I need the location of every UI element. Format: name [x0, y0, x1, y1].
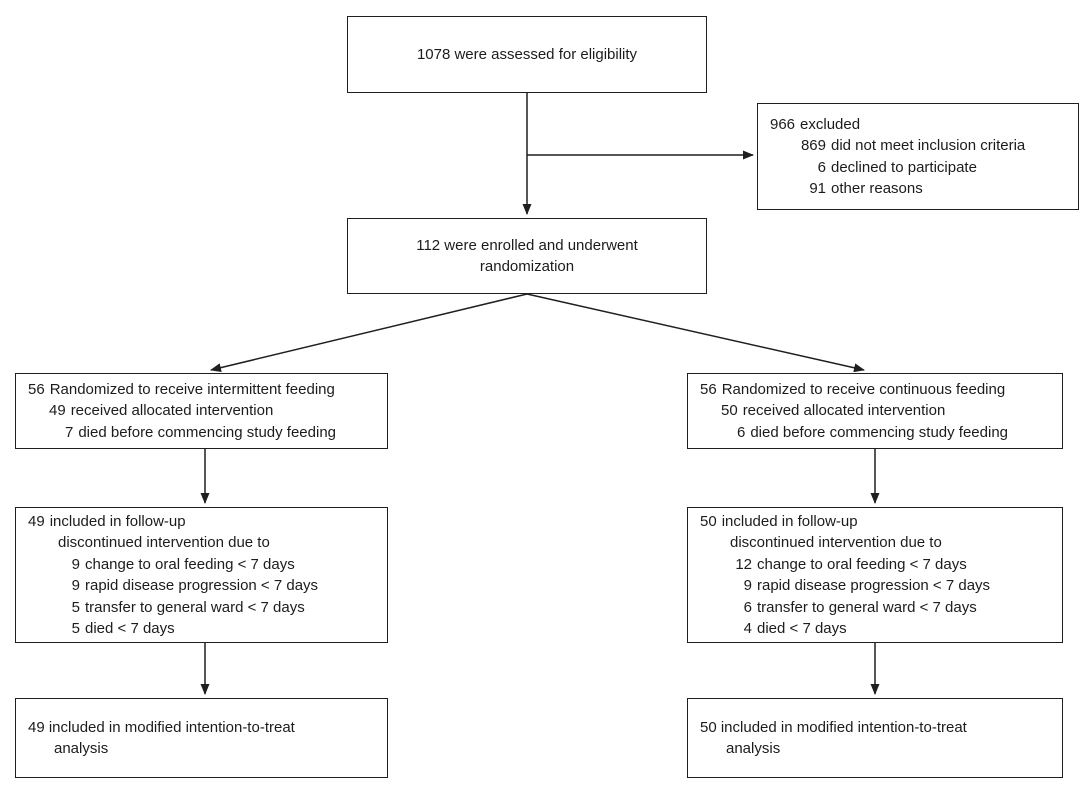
- continuous-followup-box: 50 included in follow-up discontinued in…: [687, 507, 1063, 643]
- mitt-line2: analysis: [726, 740, 781, 757]
- followup-reason: 5 transfer to general ward < 7 days: [71, 598, 305, 616]
- followup-reason: 6 transfer to general ward < 7 days: [743, 598, 977, 616]
- group-row: 7 died before commencing study feeding: [65, 423, 337, 441]
- intermittent-followup-box: 49 included in follow-up discontinued in…: [15, 507, 388, 643]
- arrow-split-right: [526, 293, 865, 373]
- followup-subhead: discontinued intervention due to: [730, 534, 942, 551]
- excluded-reason: 869 did not meet inclusion criteria: [800, 137, 1026, 154]
- mitt-line2: analysis: [54, 740, 109, 757]
- group-row: 56 Randomized to receive intermittent fe…: [28, 380, 335, 398]
- followup-heading: 49 included in follow-up: [28, 512, 186, 530]
- followup-reason: 4 died < 7 days: [743, 620, 847, 637]
- followup-reason: 12 change to oral feeding < 7 days: [735, 555, 967, 573]
- continuous-mitt-box: 50 included in modified intention-to-tre…: [687, 698, 1063, 778]
- assessed-text: 1078 were assessed for eligibility: [416, 45, 638, 63]
- intermittent-mitt-box: 49 included in modified intention-to-tre…: [15, 698, 388, 778]
- followup-reason: 9 rapid disease progression < 7 days: [71, 577, 319, 594]
- group-row: 50 received allocated intervention: [721, 402, 946, 420]
- excluded-heading: 966 excluded: [770, 114, 1074, 136]
- group-row: 56 Randomized to receive continuous feed…: [700, 380, 1006, 398]
- enrolled-box: 112 were enrolled and underwent randomiz…: [347, 218, 707, 294]
- assessed-box: 1078 were assessed for eligibility: [347, 16, 707, 93]
- followup-reason: 9 change to oral feeding < 7 days: [71, 555, 295, 573]
- mitt-line1: 50 included in modified intention-to-tre…: [700, 718, 967, 736]
- arrow-split-left: [210, 293, 528, 373]
- group-row: 6 died before commencing study feeding: [737, 423, 1009, 441]
- enrolled-line1: 112 were enrolled and underwent: [416, 236, 638, 254]
- followup-heading: 50 included in follow-up: [700, 512, 858, 530]
- intermittent-group-box: 56 Randomized to receive intermittent fe…: [15, 373, 388, 449]
- excluded-label: excluded: [800, 115, 861, 133]
- excluded-count: 966: [770, 115, 796, 133]
- excluded-reason: 6 declined to participate: [817, 158, 977, 176]
- enrolled-line2: randomization: [479, 258, 575, 275]
- followup-reason: 5 died < 7 days: [71, 620, 175, 637]
- followup-reason: 9 rapid disease progression < 7 days: [743, 577, 991, 594]
- mitt-line1: 49 included in modified intention-to-tre…: [28, 718, 295, 736]
- followup-subhead: discontinued intervention due to: [58, 534, 270, 551]
- excluded-box: 966 excluded 869 did not meet inclusion …: [757, 103, 1079, 210]
- continuous-group-box: 56 Randomized to receive continuous feed…: [687, 373, 1063, 449]
- excluded-reason: 91 other reasons: [809, 180, 923, 197]
- group-row: 49 received allocated intervention: [49, 402, 274, 420]
